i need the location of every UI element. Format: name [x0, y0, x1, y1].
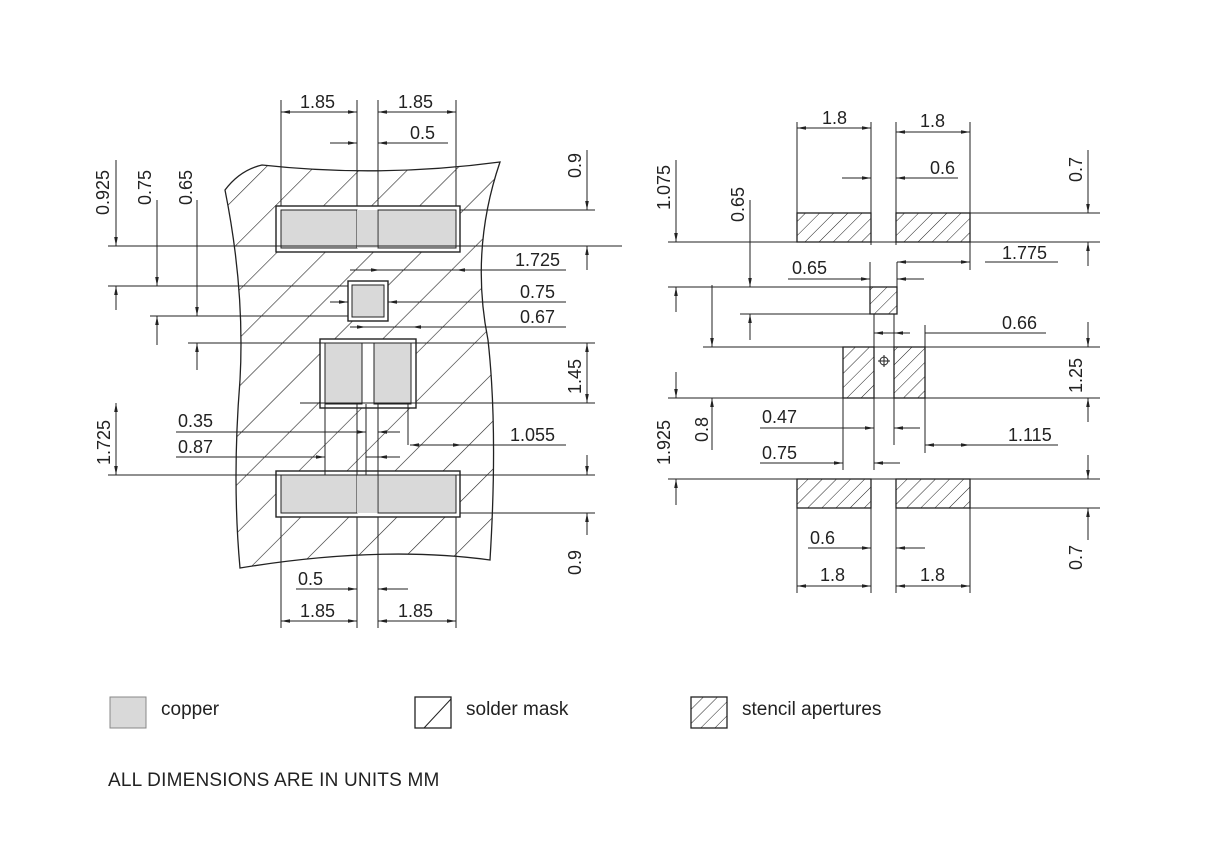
dim-label: 0.9: [565, 550, 585, 575]
legend-copper-label: copper: [161, 699, 220, 720]
dim-label: 0.6: [810, 528, 835, 548]
dim-label: 0.7: [1066, 157, 1086, 182]
dim-label: 0.35: [178, 411, 213, 431]
pad-top: [275, 205, 461, 253]
dim-label: 0.75: [135, 170, 155, 205]
dim-label: 0.65: [176, 170, 196, 205]
copper-swatch: [109, 696, 147, 729]
left-dimension-labels: 1.85 1.85 0.5 0.925 0.75 0.65 0.9 1.725 …: [93, 92, 585, 621]
dim-label: 1.8: [920, 111, 945, 131]
right-dimension-labels: 1.8 1.8 0.6 1.075 0.65 0.7 1.775 0.65 0.…: [654, 108, 1086, 585]
dim-label: 1.075: [654, 165, 674, 210]
dim-label: 1.8: [920, 565, 945, 585]
dim-label: 1.725: [515, 250, 560, 270]
pad-bottom: [275, 470, 461, 518]
dim-label: 0.75: [520, 282, 555, 302]
dim-label: 1.85: [300, 601, 335, 621]
dim-label: 1.725: [94, 420, 114, 465]
dim-label: 0.925: [93, 170, 113, 215]
dim-label: 0.9: [565, 153, 585, 178]
dim-label: 0.6: [930, 158, 955, 178]
left-dimension-lines: [108, 100, 622, 628]
dim-label: 1.055: [510, 425, 555, 445]
units-note: ALL DIMENSIONS ARE IN UNITS MM: [108, 770, 440, 791]
dim-label: 1.85: [300, 92, 335, 112]
right-dimension-lines: [668, 122, 1100, 593]
legend-stencil-label: stencil apertures: [742, 699, 881, 720]
stencil-swatch: [690, 696, 728, 729]
dim-label: 0.5: [410, 123, 435, 143]
dim-label: 0.87: [178, 437, 213, 457]
dim-label: 1.45: [565, 359, 585, 394]
dim-label: 0.8: [692, 417, 712, 442]
dim-label: 0.47: [762, 407, 797, 427]
dim-label: 0.67: [520, 307, 555, 327]
solder-mask-swatch: [414, 696, 452, 729]
dim-label: 0.66: [1002, 313, 1037, 333]
dim-label: 1.8: [822, 108, 847, 128]
pad-middle: [319, 338, 417, 409]
pad-small: [347, 280, 389, 322]
legend: copper solder mask stencil apertures: [109, 696, 881, 729]
dim-label: 1.85: [398, 92, 433, 112]
dim-label: 1.775: [1002, 243, 1047, 263]
dim-label: 0.65: [728, 187, 748, 222]
legend-solder-mask-label: solder mask: [466, 699, 569, 720]
dim-label: 1.115: [1008, 425, 1052, 445]
dim-label: 1.25: [1066, 358, 1086, 393]
center-mark: [878, 355, 890, 367]
dim-label: 0.75: [762, 443, 797, 463]
right-view: 1.8 1.8 0.6 1.075 0.65 0.7 1.775 0.65 0.…: [654, 108, 1100, 593]
left-view: 1.85 1.85 0.5 0.925 0.75 0.65 0.9 1.725 …: [93, 92, 622, 628]
stencil-apertures: [796, 212, 971, 509]
dim-label: 1.925: [654, 420, 674, 465]
dim-label: 1.8: [820, 565, 845, 585]
dim-label: 0.65: [792, 258, 827, 278]
dim-label: 1.85: [398, 601, 433, 621]
dim-label: 0.5: [298, 569, 323, 589]
dim-label: 0.7: [1066, 545, 1086, 570]
